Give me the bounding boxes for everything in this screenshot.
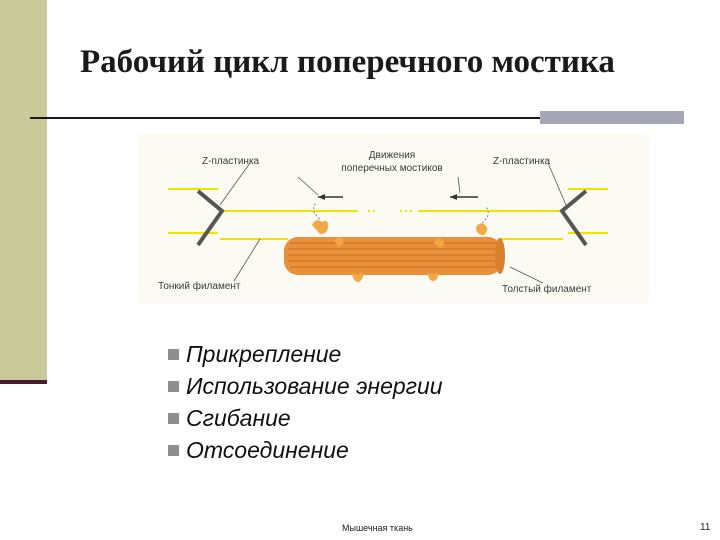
label-z-right: Z-пластинка (493, 156, 551, 167)
list-item-text: Сгибание (186, 404, 291, 431)
step-list: Прикрепление Использование энергии Сгиба… (168, 338, 443, 466)
page-number: 11 (700, 522, 711, 533)
square-bullet-icon (168, 444, 179, 456)
leader-movement-left (297, 176, 319, 196)
movement-arrowhead-left (318, 194, 325, 200)
sarcomere-svg: Z-пластинка Z-пластинка Движения попереч… (158, 150, 608, 295)
label-movement-line1: Движения (369, 150, 415, 161)
slide-title: Рабочий цикл поперечного мостика (80, 44, 615, 80)
leader-movement-right (457, 176, 461, 194)
label-thin-filament: Тонкий филамент (158, 280, 241, 292)
z-disc-left (196, 189, 225, 247)
square-bullet-icon (168, 380, 179, 392)
list-item-text: Отсоединение (186, 436, 349, 463)
list-item: Отсоединение (168, 434, 443, 466)
square-bullet-icon (168, 412, 179, 424)
label-thick-filament: Толстый филамент (502, 283, 592, 295)
thick-filament (284, 237, 502, 275)
label-z-left: Z-пластинка (202, 156, 260, 167)
thick-filament-striations (288, 242, 500, 268)
list-item: Прикрепление (168, 338, 443, 370)
leader-thin (233, 238, 261, 282)
square-bullet-icon (168, 348, 179, 360)
thick-filament-end (495, 238, 505, 274)
leader-thick (509, 266, 544, 284)
list-item-text: Прикрепление (186, 340, 342, 367)
label-movement-line2: поперечных мостиков (341, 163, 442, 174)
z-disc-right (559, 189, 588, 247)
sarcomere-diagram: Z-пластинка Z-пластинка Движения попереч… (138, 133, 649, 303)
leader-z-left (219, 162, 251, 206)
head-motion-arc-right (481, 206, 489, 224)
side-accent-bar (0, 0, 47, 382)
title-underline (30, 117, 542, 119)
list-item: Сгибание (168, 402, 443, 434)
title-underline-block (540, 111, 684, 124)
myosin-heads (312, 220, 488, 282)
movement-arrowhead-right (450, 194, 457, 200)
slide-footer: Мышечная ткань (342, 523, 413, 533)
leader-z-right (547, 162, 567, 206)
list-item-text: Использование энергии (186, 372, 443, 399)
head-motion-arc-left (313, 202, 321, 220)
side-accent-bar-edge (0, 380, 47, 384)
list-item: Использование энергии (168, 370, 443, 402)
